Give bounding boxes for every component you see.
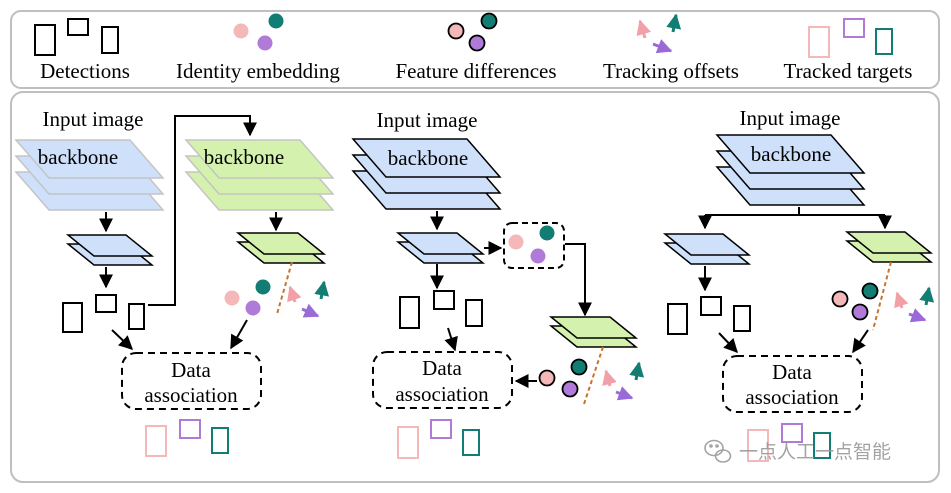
panel-3-feature-map-blue: [662, 233, 752, 265]
panel-1-connector-to-backbone-b: [148, 115, 257, 306]
panel-1-input-label: Input image: [43, 107, 144, 131]
panel-3-arrow-detections-to-association: [718, 332, 738, 354]
panel-3-backbone: [715, 134, 866, 206]
panel-3-input-label: Input image: [740, 106, 841, 130]
panel-2-detections: [399, 290, 483, 329]
legend-identity-embedding-label: Identity embedding: [176, 59, 340, 83]
panel-2-input-label: Input image: [377, 108, 478, 132]
legend-feature-differences-icon: [447, 12, 498, 52]
panel-2-backbone-label: backbone: [388, 146, 468, 170]
panel-1-dashed-link: [276, 261, 293, 315]
panel-2-dashed-link: [583, 346, 604, 405]
panel-3-identity-embedding: [831, 282, 879, 321]
panel-2-data-association-box: [372, 351, 513, 409]
panel-3-tracked-targets: [747, 423, 831, 462]
panel-1-arrow-embedding-to-association: [230, 319, 248, 350]
panel-3-tracking-offsets: [894, 286, 935, 323]
panel-2-feature-map: [395, 232, 486, 264]
panel-3-arrow-embedding-to-association: [852, 329, 869, 354]
legend-tracked-targets-icon: [808, 18, 893, 58]
panel-2-tracking-offsets: [602, 361, 645, 401]
panel-3-detections: [667, 296, 751, 335]
panel-1-backbone-a-label: backbone: [38, 145, 118, 169]
panel-3-data-line2: association: [745, 385, 839, 409]
panel-2-arrow-detections-to-association: [444, 327, 458, 352]
panel-3-backbone-label: backbone: [751, 142, 831, 166]
panel-1: Input image backbone backbone: [14, 107, 335, 457]
legend-detections-label: Detections: [40, 59, 130, 83]
panel-1-data-association-box: [121, 352, 262, 410]
watermark-text: 一点人工一点智能: [739, 441, 891, 463]
panel-2-connector-to-green-map: [565, 243, 592, 317]
legend: Detections Identity embedding Feature di…: [10, 10, 940, 89]
panel-1-backbone-a: [14, 139, 165, 211]
panel-3-data-line1: Data: [772, 360, 812, 384]
panel-1-data-line2: association: [144, 383, 238, 407]
panel-2: Input image backbone: [351, 108, 645, 459]
panel-2-backbone: [351, 138, 502, 210]
watermark: 一点人工一点智能: [704, 439, 891, 463]
legend-detections-icon: [34, 18, 119, 56]
panel-1-tracking-offsets: [287, 280, 330, 318]
legend-tracked-targets-label: Tracked targets: [784, 59, 913, 83]
panel-1-arrow-detections-to-association: [111, 329, 134, 350]
panel-3-data-association-box: [722, 355, 863, 413]
panel-3-dashed-link: [872, 261, 892, 331]
panel-1-feature-map-a: [65, 234, 155, 266]
wechat-icon: [704, 439, 732, 463]
legend-identity-embedding-icon: [233, 13, 284, 51]
panel-2-data-line2: association: [395, 382, 489, 406]
panel-1-backbone-b: [184, 139, 335, 211]
panel-2-green-feature-map: [548, 316, 639, 348]
panel-2-identity-embedding: [538, 358, 588, 398]
panel-1-identity-embedding: [224, 279, 271, 316]
panel-1-data-line1: Data: [171, 358, 211, 382]
panel-2-tracked-targets: [397, 419, 480, 459]
legend-feature-differences-label: Feature differences: [395, 59, 556, 83]
panel-1-backbone-b-label: backbone: [204, 145, 284, 169]
legend-tracking-offsets-label: Tracking offsets: [603, 59, 739, 83]
panel-2-data-line1: Data: [422, 356, 462, 380]
legend-tracking-offsets-icon: [636, 13, 682, 54]
panel-2-feature-differences: [508, 225, 555, 264]
panel-3-feature-map-green: [844, 231, 934, 263]
panel-3: Input image backbone: [662, 106, 935, 462]
panel-1-feature-map-b: [235, 232, 327, 264]
panel-1-detections: [62, 294, 145, 333]
panel-1-tracked-targets: [145, 419, 229, 457]
